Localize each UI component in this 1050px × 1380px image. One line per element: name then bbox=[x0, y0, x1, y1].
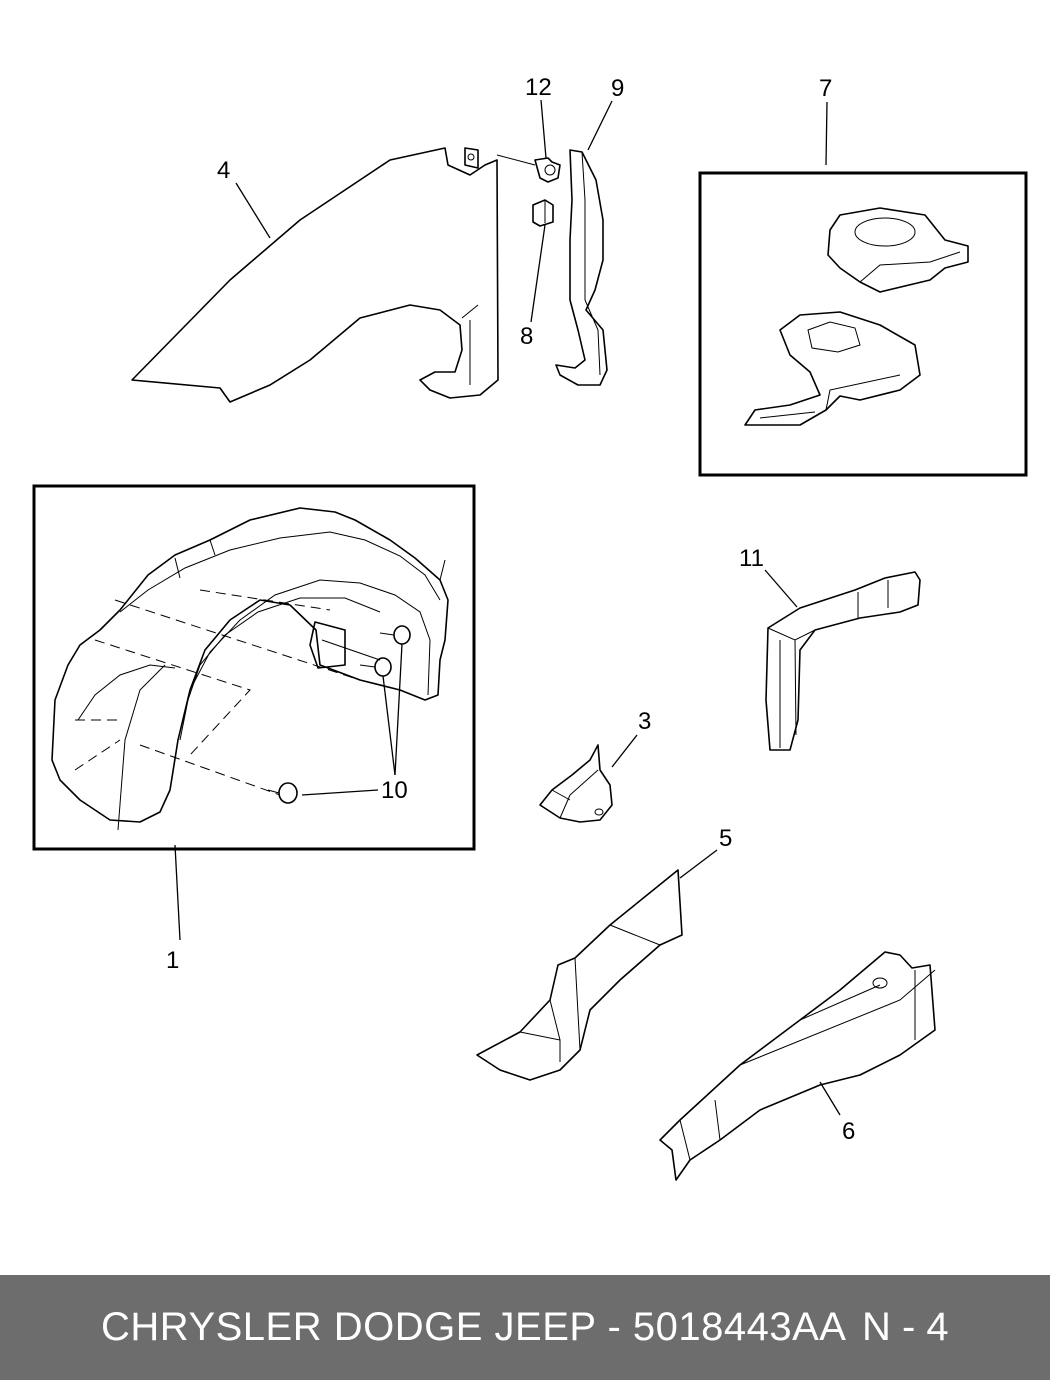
callout-5: 5 bbox=[719, 825, 732, 852]
rail-part-5 bbox=[476, 869, 683, 1081]
callout-12: 12 bbox=[525, 74, 552, 101]
callout-6: 6 bbox=[842, 1118, 855, 1145]
callout-8: 8 bbox=[520, 323, 533, 350]
footer-bar: CHRYSLER DODGE JEEP - 5018443AA N - 4 bbox=[0, 1275, 1050, 1380]
callout-10: 10 bbox=[381, 777, 408, 804]
page-number: N - 4 bbox=[862, 1305, 949, 1349]
callout-11: 11 bbox=[739, 545, 764, 572]
rail-extension-part-11 bbox=[765, 571, 921, 751]
callout-7: 7 bbox=[819, 75, 832, 102]
callout-3: 3 bbox=[638, 708, 651, 735]
bracket-part-3 bbox=[539, 744, 613, 823]
wheelhouse-liner-part-1 bbox=[51, 507, 449, 831]
bolt-part-12 bbox=[496, 154, 561, 183]
footer-caption: CHRYSLER DODGE JEEP - 5018443AA bbox=[101, 1305, 847, 1349]
bracket-part-7 bbox=[744, 207, 969, 426]
seal-part-9 bbox=[555, 149, 608, 386]
fender-part-4 bbox=[131, 147, 499, 403]
part-1-frame bbox=[32, 484, 476, 851]
callout-4: 4 bbox=[217, 157, 230, 184]
parts-diagram: 1 3 4 5 6 7 8 9 10 11 12 bbox=[32, 74, 1028, 1181]
rail-part-6 bbox=[659, 951, 936, 1181]
callout-1: 1 bbox=[166, 947, 179, 974]
callout-9: 9 bbox=[611, 75, 624, 102]
leader-lines bbox=[174, 99, 841, 1116]
clip-part-8 bbox=[532, 199, 554, 227]
part-7-frame bbox=[698, 171, 1028, 477]
